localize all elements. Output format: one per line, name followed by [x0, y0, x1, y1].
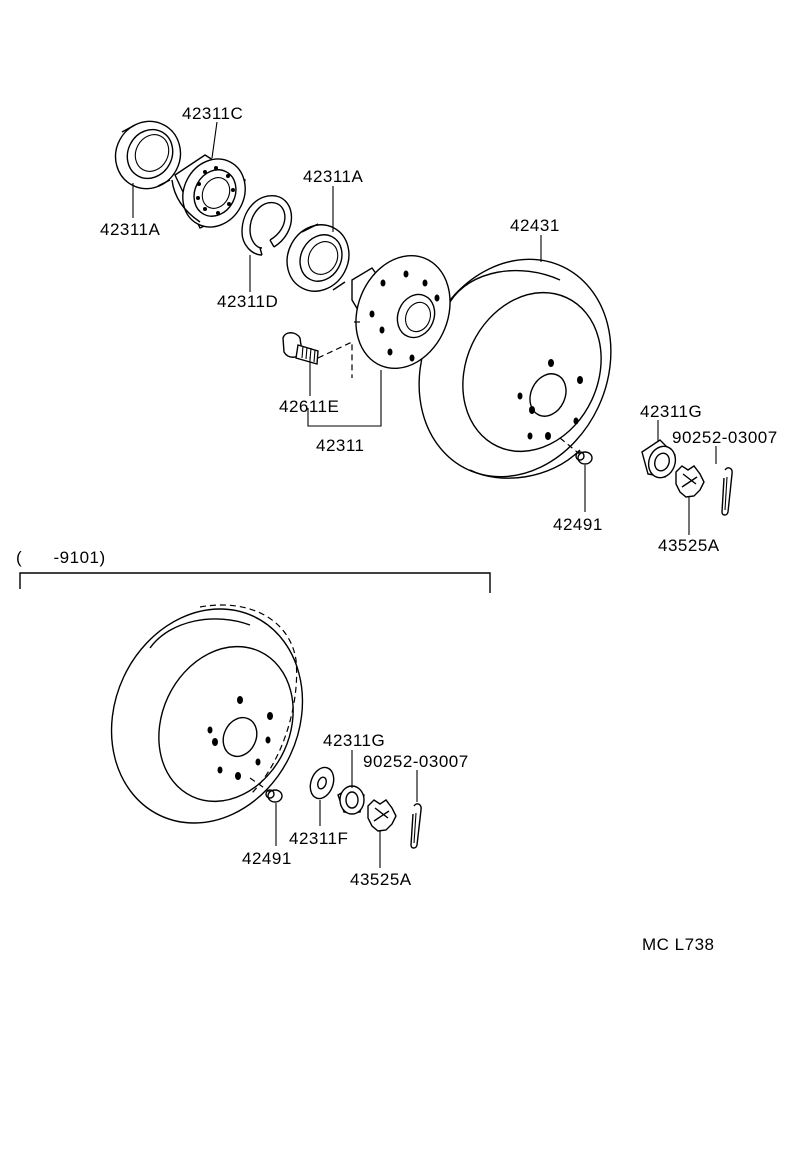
leader-lines-top: [132, 121, 717, 535]
brake-rotor-top: [418, 258, 612, 479]
label-42311G-top: 42311G: [640, 402, 702, 421]
washer: [309, 766, 335, 800]
label-42311D: 42311D: [217, 292, 278, 311]
label-42311C: 42311C: [182, 104, 243, 123]
label-42491-top: 42491: [553, 515, 603, 534]
label-90252-top: 90252-03007: [672, 428, 778, 447]
figure-code: MC L738: [642, 935, 714, 954]
set-screw-bottom: [265, 789, 283, 803]
label-90252-bottom: 90252-03007: [363, 752, 469, 771]
label-42311A-right: 42311A: [303, 167, 364, 186]
hub-bolt: [282, 332, 319, 365]
label-variant-note: ( -9101): [16, 548, 106, 567]
snap-ring: [241, 195, 292, 256]
brake-rotor-bottom: [110, 604, 304, 824]
oil-seal-right: [286, 223, 350, 292]
label-42311G-bottom: 42311G: [323, 731, 385, 750]
bearing: [171, 154, 246, 229]
dashed-line-bolt: [317, 341, 353, 378]
axle-hub: [351, 254, 451, 370]
label-42311F: 42311F: [289, 829, 348, 848]
label-42311A-left: 42311A: [100, 220, 161, 239]
dashed-line-screw-bottom: [249, 777, 271, 793]
lock-cap-top: [675, 465, 705, 498]
dashed-line-screw-top: [559, 437, 583, 457]
label-42431: 42431: [510, 216, 560, 235]
lock-cap-bottom: [367, 799, 397, 832]
cotter-pin-top: [721, 467, 733, 516]
label-43525A-top: 43525A: [658, 536, 720, 555]
cotter-pin-bottom: [410, 803, 422, 849]
nut-bottom: [337, 785, 365, 815]
variant-bracket: [19, 572, 491, 593]
label-42611E: 42611E: [279, 397, 339, 416]
label-42491-bottom: 42491: [242, 849, 292, 868]
leader-lines-bottom: [275, 750, 418, 868]
nut-top: [641, 439, 677, 479]
label-43525A-bottom: 43525A: [350, 870, 412, 889]
label-42311: 42311: [316, 436, 365, 455]
set-screw-top: [575, 451, 593, 465]
oil-seal-left: [114, 120, 182, 190]
